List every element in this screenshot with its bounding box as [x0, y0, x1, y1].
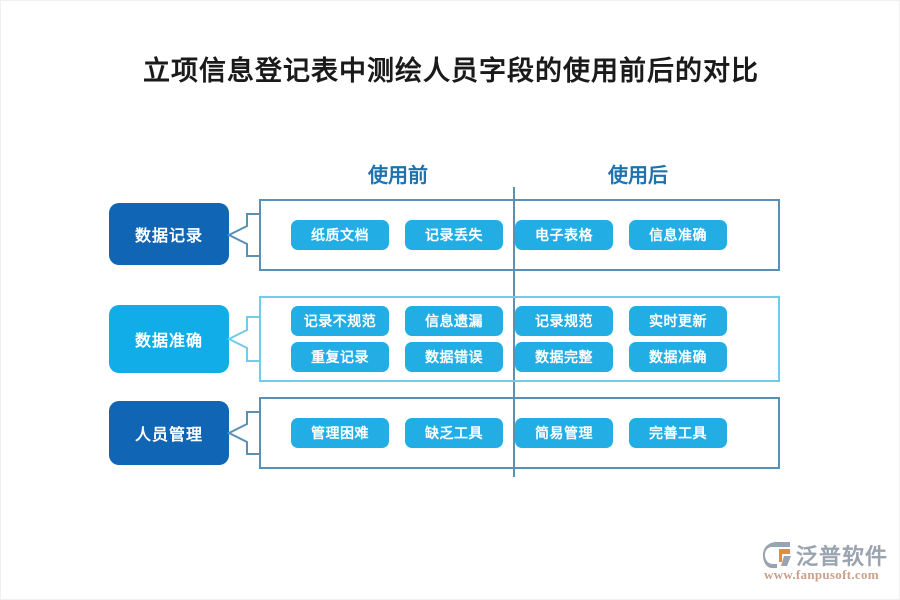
pill-before[interactable]: 记录不规范	[291, 306, 389, 336]
row-label-data-accuracy[interactable]: 数据准确	[109, 305, 229, 373]
pill-before[interactable]: 数据错误	[405, 342, 503, 372]
pill-after[interactable]: 实时更新	[629, 306, 727, 336]
pill-after[interactable]: 简易管理	[515, 418, 613, 448]
pill-after[interactable]: 记录规范	[515, 306, 613, 336]
pill-before[interactable]: 记录丢失	[405, 220, 503, 250]
pill-before[interactable]: 重复记录	[291, 342, 389, 372]
row-frame: 管理困难缺乏工具简易管理完善工具	[259, 397, 780, 469]
pill-after[interactable]: 电子表格	[515, 220, 613, 250]
column-header-before: 使用前	[368, 165, 428, 187]
pill-before[interactable]: 缺乏工具	[405, 418, 503, 448]
arrow-connector-icon	[227, 316, 261, 362]
brand-logo: 泛普软件 www.fanpusoft.com	[763, 537, 889, 587]
row-label-data-record[interactable]: 数据记录	[109, 203, 229, 265]
row-frame: 记录不规范信息遗漏重复记录数据错误记录规范实时更新数据完整数据准确	[259, 296, 780, 382]
pill-before[interactable]: 管理困难	[291, 418, 389, 448]
pill-after[interactable]: 数据准确	[629, 342, 727, 372]
logo-website-url: www.fanpusoft.com	[764, 567, 879, 582]
row-label-staff-management[interactable]: 人员管理	[109, 401, 229, 465]
pill-before[interactable]: 纸质文档	[291, 220, 389, 250]
fanpu-logo-mark-icon	[763, 542, 791, 568]
row-frame: 纸质文档记录丢失电子表格信息准确	[259, 199, 780, 271]
logo-company-name: 泛普软件	[796, 544, 889, 569]
pill-before[interactable]: 信息遗漏	[405, 306, 503, 336]
pill-after[interactable]: 信息准确	[629, 220, 727, 250]
arrow-connector-icon	[227, 213, 261, 257]
pill-after[interactable]: 完善工具	[629, 418, 727, 448]
column-header-after: 使用后	[608, 165, 668, 187]
column-divider	[513, 187, 515, 477]
pill-after[interactable]: 数据完整	[515, 342, 613, 372]
page-title: 立项信息登记表中测绘人员字段的使用前后的对比	[143, 56, 759, 86]
arrow-connector-icon	[227, 411, 261, 455]
